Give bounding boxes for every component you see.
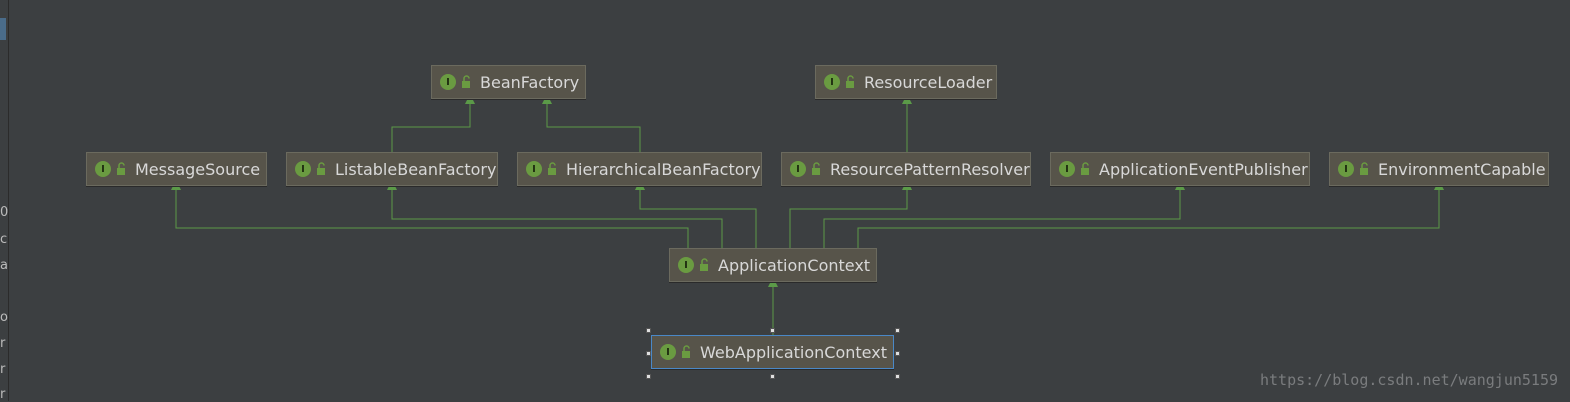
- node-resource-loader[interactable]: I ResourceLoader: [815, 65, 997, 99]
- clipped-text: o: [0, 311, 8, 325]
- interface-icon: I: [660, 344, 676, 360]
- unlocked-icon: [317, 162, 325, 175]
- interface-icon: I: [1059, 161, 1075, 177]
- resize-handle[interactable]: [895, 351, 900, 356]
- node-label: HierarchicalBeanFactory: [566, 159, 761, 179]
- edge-appctx-to-hierarchical: [635, 180, 757, 248]
- interface-icon: I: [440, 74, 456, 90]
- node-listable-bean-factory[interactable]: I ListableBeanFactory: [286, 152, 498, 186]
- clipped-text: c: [0, 233, 8, 247]
- node-environment-capable[interactable]: I EnvironmentCapable: [1329, 152, 1549, 186]
- edge-appctx-to-resourcepattern: [789, 180, 912, 248]
- unlocked-icon: [462, 75, 470, 88]
- watermark: https://blog.csdn.net/wangjun5159: [1259, 371, 1558, 389]
- panel-marker: [0, 18, 6, 40]
- interface-icon: I: [790, 161, 806, 177]
- unlocked-icon: [846, 75, 854, 88]
- edge-listable-to-beanfactory: [391, 94, 475, 152]
- node-label: BeanFactory: [480, 72, 580, 92]
- unlocked-icon: [117, 162, 125, 175]
- edge-hierarchical-to-beanfactory: [542, 94, 641, 152]
- interface-icon: I: [95, 161, 111, 177]
- node-message-source[interactable]: I MessageSource: [86, 152, 267, 186]
- unlocked-icon: [682, 345, 690, 358]
- clipped-text: r: [0, 388, 6, 402]
- resize-handle[interactable]: [895, 328, 900, 333]
- clipped-text: r: [0, 363, 6, 377]
- node-label: ResourcePatternResolver: [830, 159, 1030, 179]
- interface-icon: I: [678, 257, 694, 273]
- node-resource-pattern-resolver[interactable]: I ResourcePatternResolver: [781, 152, 1031, 186]
- edge-appctx-to-listable: [387, 180, 723, 248]
- node-hierarchical-bean-factory[interactable]: I HierarchicalBeanFactory: [517, 152, 762, 186]
- clipped-text: 0: [0, 206, 9, 220]
- edge-appctx-to-eventpublisher: [823, 180, 1185, 248]
- left-panel-edge: 0 c a o r r r: [0, 0, 9, 402]
- node-label: ResourceLoader: [864, 72, 993, 92]
- interface-icon: I: [295, 161, 311, 177]
- edge-appctx-to-messagesource: [171, 180, 689, 248]
- node-web-application-context[interactable]: I WebApplicationContext: [651, 335, 894, 369]
- unlocked-icon: [1081, 162, 1089, 175]
- node-label: ApplicationContext: [718, 255, 871, 275]
- resize-handle[interactable]: [770, 374, 775, 379]
- interface-icon: I: [1338, 161, 1354, 177]
- unlocked-icon: [1360, 162, 1368, 175]
- resize-handle[interactable]: [646, 374, 651, 379]
- node-label: MessageSource: [135, 159, 261, 179]
- unlocked-icon: [548, 162, 556, 175]
- clipped-text: a: [0, 259, 8, 273]
- interface-icon: I: [526, 161, 542, 177]
- node-application-context[interactable]: I ApplicationContext: [669, 248, 877, 282]
- resize-handle[interactable]: [770, 328, 775, 333]
- node-label: ApplicationEventPublisher: [1099, 159, 1308, 179]
- edge-appctx-to-environment: [857, 180, 1444, 248]
- node-bean-factory[interactable]: I BeanFactory: [431, 65, 586, 99]
- clipped-text: r: [0, 337, 6, 351]
- interface-icon: I: [824, 74, 840, 90]
- node-label: EnvironmentCapable: [1378, 159, 1546, 179]
- resize-handle[interactable]: [646, 328, 651, 333]
- node-label: WebApplicationContext: [700, 342, 887, 362]
- node-label: ListableBeanFactory: [335, 159, 497, 179]
- resize-handle[interactable]: [646, 351, 651, 356]
- resize-handle[interactable]: [895, 374, 900, 379]
- unlocked-icon: [812, 162, 820, 175]
- unlocked-icon: [700, 258, 708, 271]
- node-application-event-publisher[interactable]: I ApplicationEventPublisher: [1050, 152, 1310, 186]
